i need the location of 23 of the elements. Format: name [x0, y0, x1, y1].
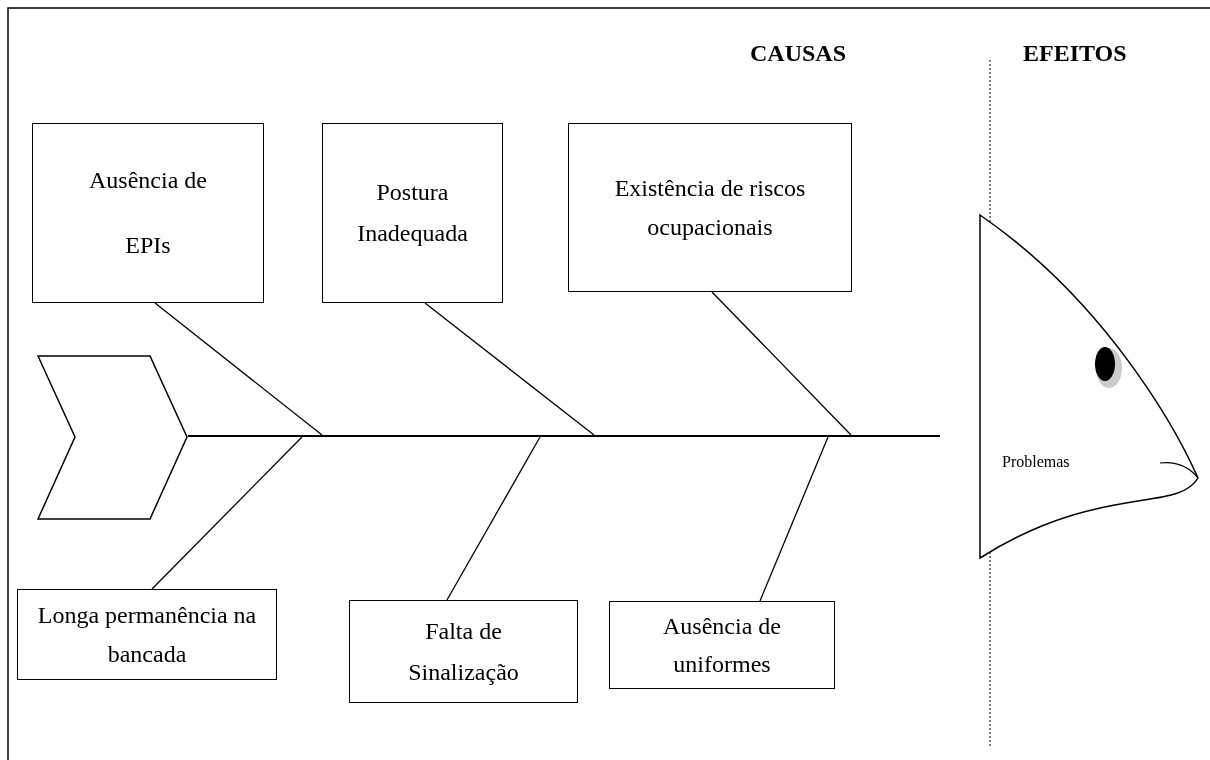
effect-text: Problemas: [1002, 453, 1070, 471]
section-heading: EFEITOS: [1023, 40, 1127, 67]
section-heading: CAUSAS: [750, 40, 847, 67]
cause-box: [322, 123, 503, 303]
cause-box: [349, 600, 578, 703]
cause-box: [609, 601, 835, 689]
cause-text: Existência de riscos ocupacionais: [613, 174, 807, 242]
cause-text: Falta de Sinalização: [407, 616, 520, 687]
cause-box: [568, 123, 852, 292]
tail-chevron: [37, 355, 188, 520]
branch-line: [759, 436, 829, 602]
fish-spine: [188, 435, 940, 437]
cause-box: [32, 123, 264, 303]
cause-text: Ausência de EPIs: [88, 166, 208, 260]
cause-box: [17, 589, 277, 680]
cause-text: Longa permanência na bancada: [36, 601, 258, 669]
branch-line: [446, 436, 541, 601]
cause-text: Postura Inadequada: [356, 178, 469, 248]
branch-line: [711, 291, 852, 436]
cause-text: Ausência de uniformes: [662, 611, 782, 679]
branch-line: [154, 302, 323, 436]
branch-line: [151, 436, 303, 590]
branch-line: [424, 302, 595, 436]
